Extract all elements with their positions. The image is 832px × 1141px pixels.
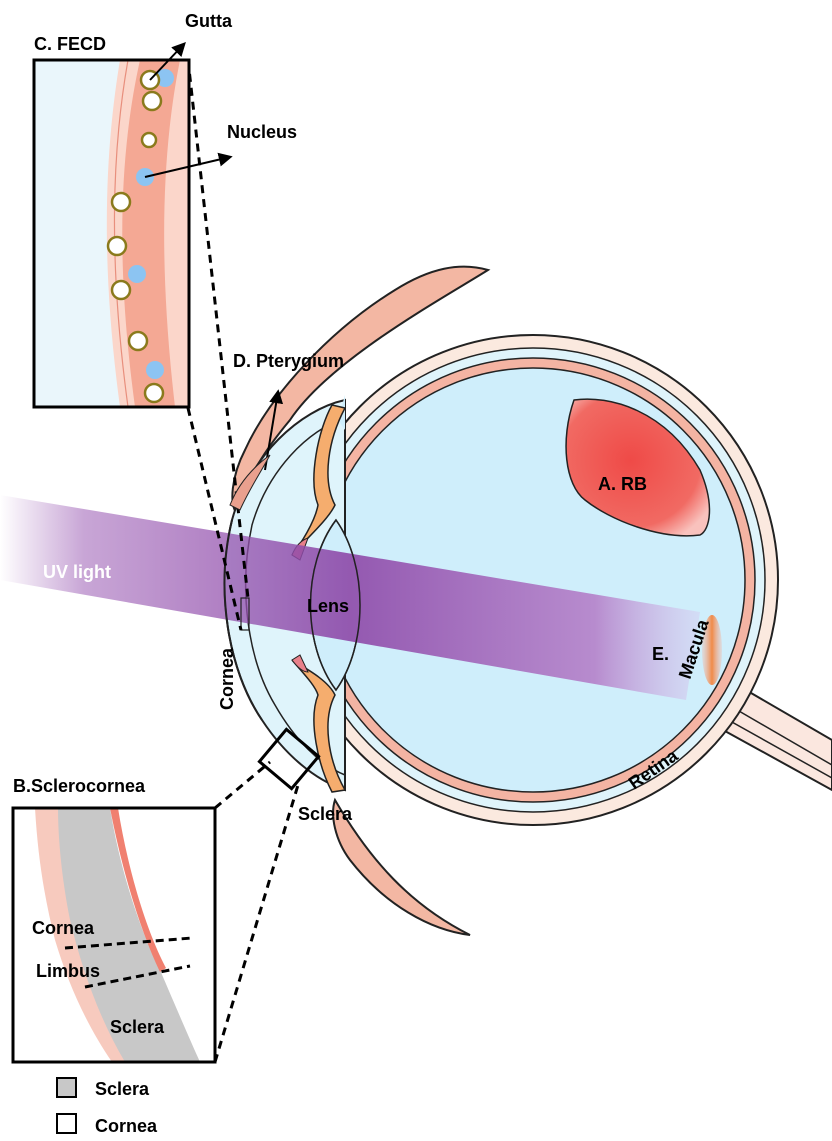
sclerocornea-connector-bottom — [215, 785, 298, 1062]
legend-label-cornea: Cornea — [95, 1116, 158, 1136]
lower-eyelid — [333, 800, 470, 935]
label-sclera-eye: Sclera — [298, 804, 353, 824]
label-rb: A. RB — [598, 474, 647, 494]
label-inset-limbus: Limbus — [36, 961, 100, 981]
label-inset-cornea: Cornea — [32, 918, 95, 938]
label-pterygium: D. Pterygium — [233, 351, 344, 371]
label-cornea: Cornea — [217, 647, 237, 710]
label-lens: Lens — [307, 596, 349, 616]
label-sclerocornea: B.Sclerocornea — [13, 776, 146, 796]
sclerocornea-connector-top — [215, 762, 270, 808]
legend: Sclera Cornea — [57, 1078, 158, 1136]
label-gutta: Gutta — [185, 11, 233, 31]
legend-label-sclera: Sclera — [95, 1079, 150, 1099]
label-fecd: C. FECD — [34, 34, 106, 54]
label-inset-sclera: Sclera — [110, 1017, 165, 1037]
label-uv-light: UV light — [43, 562, 111, 582]
legend-swatch-sclera — [57, 1078, 76, 1097]
label-nucleus: Nucleus — [227, 122, 297, 142]
legend-swatch-cornea — [57, 1114, 76, 1133]
fecd-inset — [34, 44, 230, 407]
label-macula-prefix: E. — [652, 644, 669, 664]
